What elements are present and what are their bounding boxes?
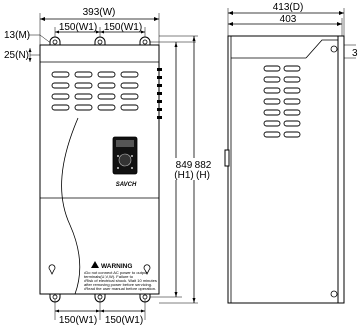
hole-callouts: 13(M) 25(N)	[4, 30, 53, 62]
front-view: 393(W) 150(W1) 150(W1) 13(M) 25(N)	[4, 7, 212, 326]
inner-depth-dimension: 403	[228, 14, 343, 36]
warning-line-5: •Read the user manual before operation.	[84, 286, 156, 291]
depth-label: 413(D)	[273, 2, 304, 13]
bottom-spacing-right-label: 150(W1)	[105, 315, 143, 326]
edge-dimension: 3	[344, 44, 358, 59]
lower-holes	[48, 264, 151, 275]
bottom-mount-lugs	[49, 293, 151, 303]
mount-height-value: 849	[176, 160, 193, 171]
top-mount-lugs	[49, 36, 151, 46]
bottom-mount-spacing: 150(W1) 150(W1)	[54, 299, 146, 326]
side-mount-bracket	[230, 35, 345, 304]
front-enclosure	[39, 44, 160, 295]
bottom-spacing-left-label: 150(W1)	[59, 315, 97, 326]
front-vent-slots	[51, 68, 162, 119]
hole-diameter-label: 13(M)	[4, 30, 30, 41]
height-unit: (H)	[196, 170, 210, 181]
width-dimension: 393(W)	[39, 7, 160, 45]
warning-line-4: after removing power before servicing.	[84, 282, 152, 287]
height-dimensions: 849 (H1) 882 (H)	[150, 35, 212, 304]
inner-depth-label: 403	[280, 14, 297, 25]
warning-label: WARNING •Do not connect AC power to outp…	[84, 261, 157, 291]
side-view: 413(D) 403 3	[224, 2, 358, 304]
keypad	[112, 136, 138, 175]
side-enclosure	[227, 35, 343, 304]
edge-label: 3	[352, 48, 358, 59]
top-spacing-left-label: 150(W1)	[59, 22, 97, 33]
height-value: 882	[195, 160, 212, 171]
warning-line-2: terminals(U,V,W). Failure to	[84, 274, 134, 279]
offset-n-label: 25(N)	[4, 50, 29, 61]
side-vent-slots	[263, 65, 301, 138]
brand-logo: SAVCH	[116, 182, 137, 188]
side-hinge	[224, 149, 230, 167]
width-label: 393(W)	[83, 7, 116, 18]
warning-line-1: •Do not connect AC power to output	[84, 270, 148, 275]
top-spacing-right-label: 150(W1)	[104, 22, 142, 33]
mount-height-unit: (H1)	[174, 170, 193, 181]
warning-line-3: •Risk of electrical shock. Wait 10 minut…	[84, 278, 157, 283]
cable-curve	[61, 117, 81, 295]
warning-title: WARNING	[101, 263, 132, 270]
